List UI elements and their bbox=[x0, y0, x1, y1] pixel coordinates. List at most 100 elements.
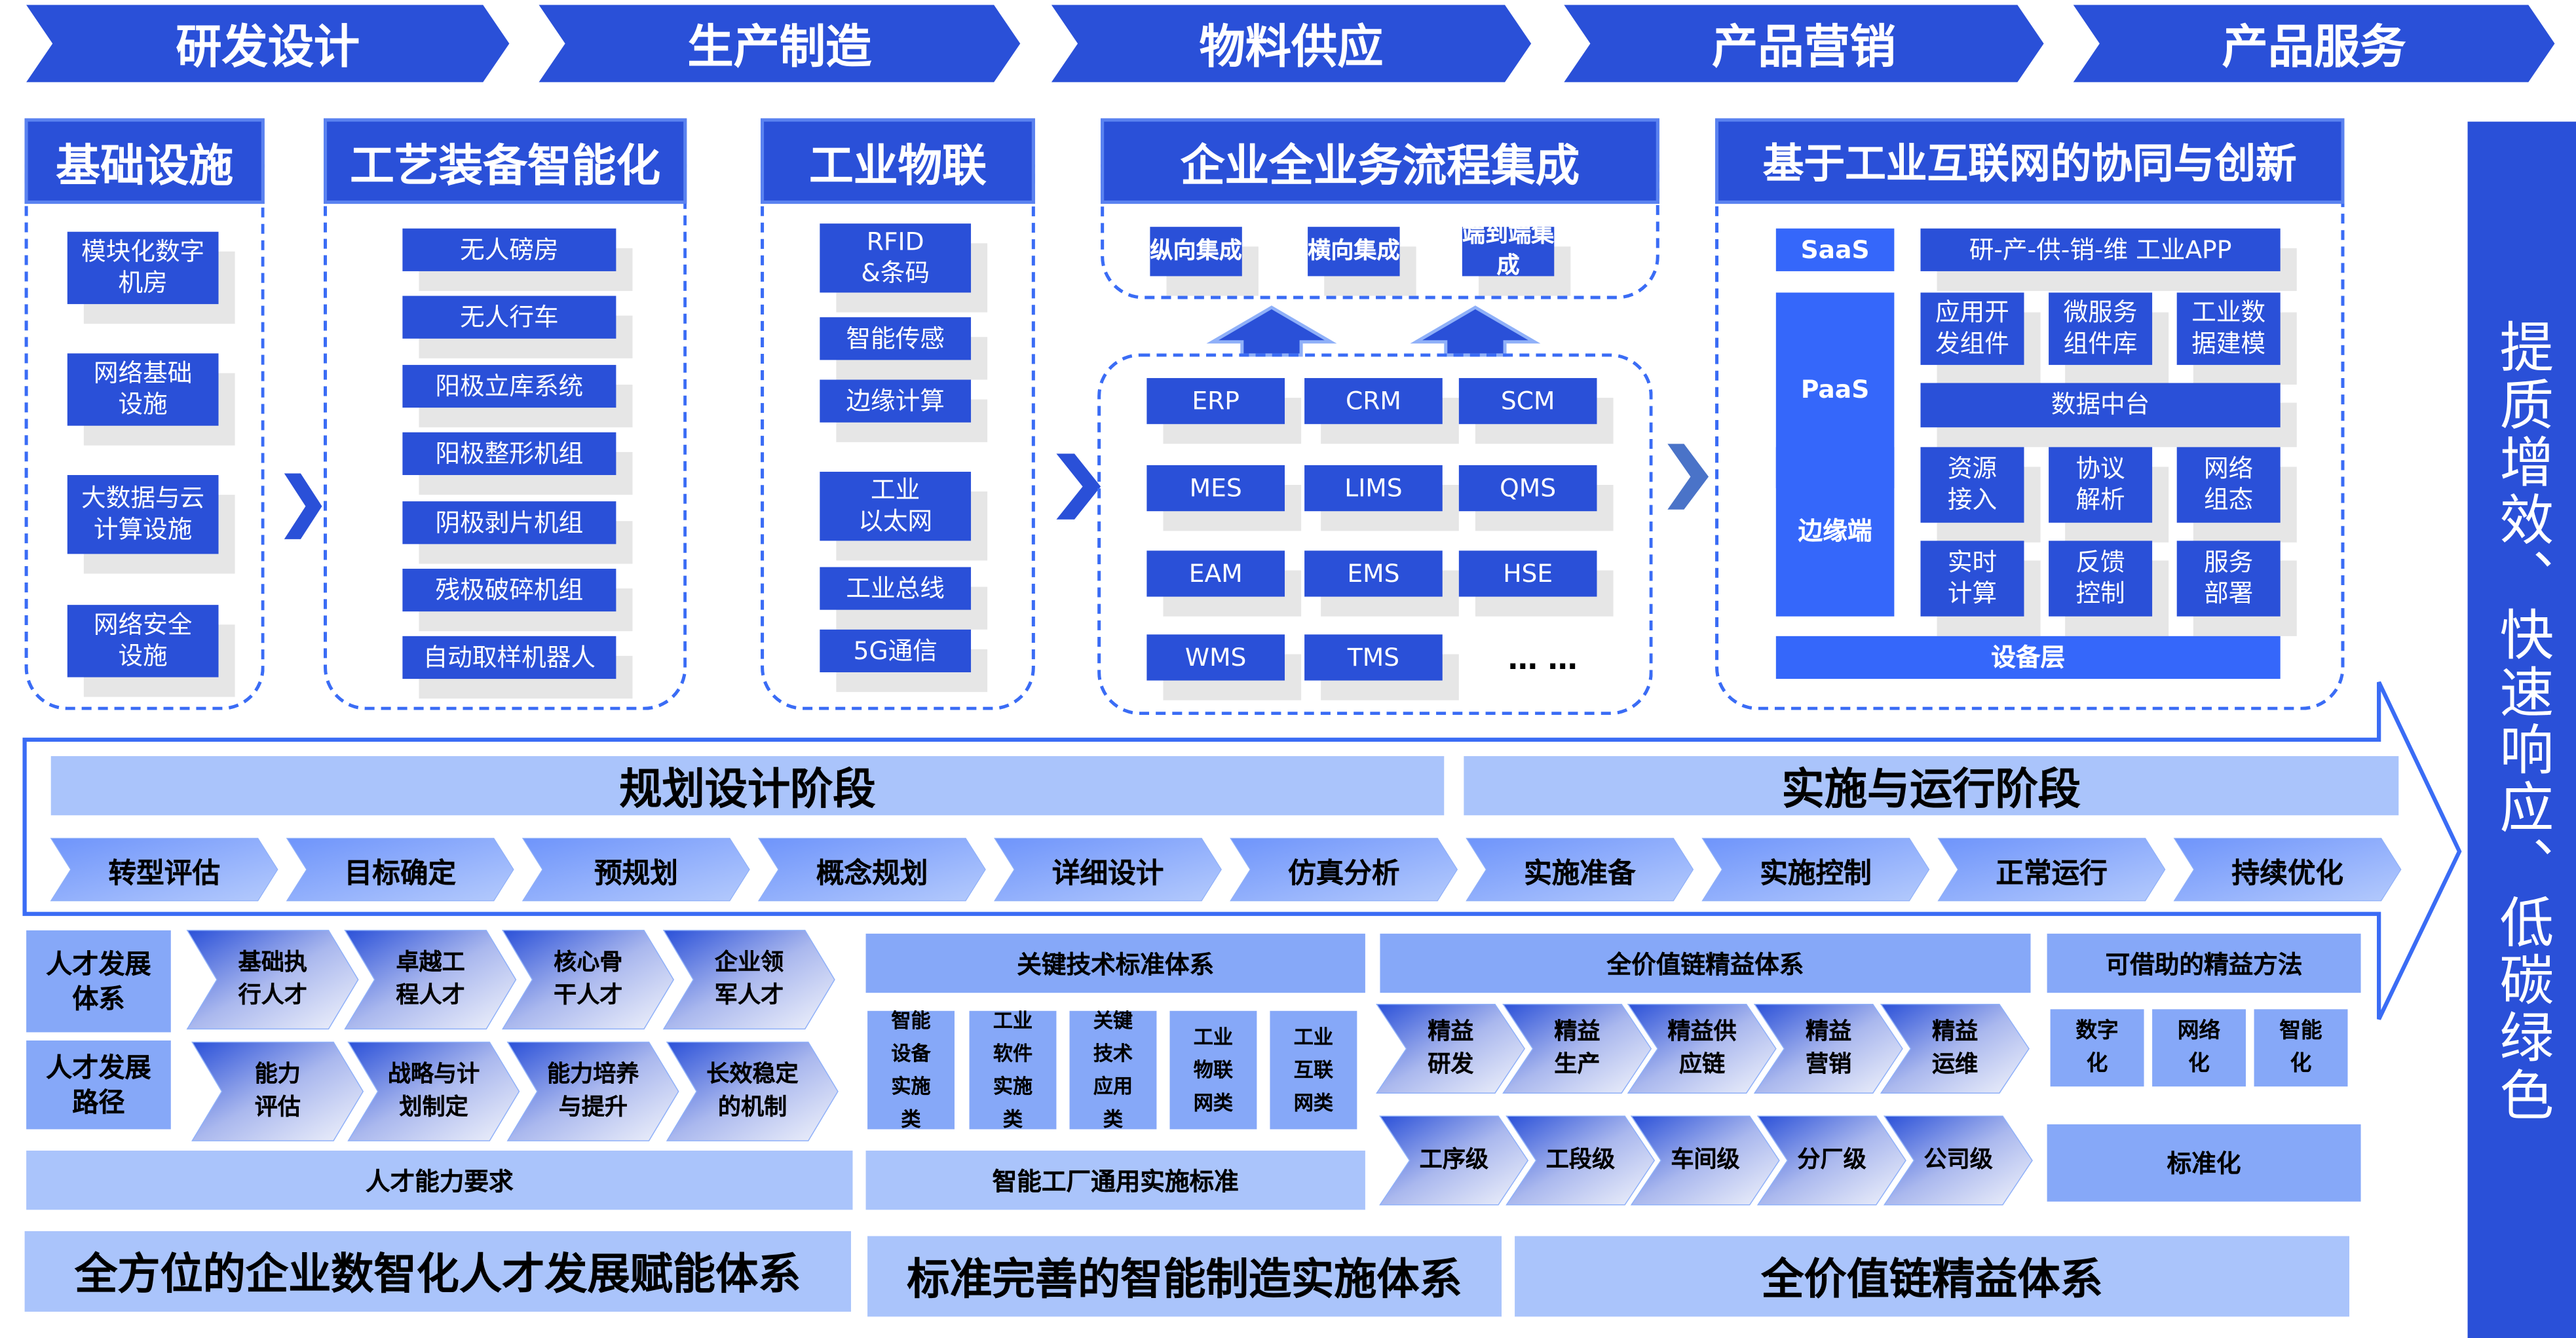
system-qms: QMS bbox=[1458, 465, 1597, 512]
talent-row2-label: 人才发展 路径 bbox=[26, 1040, 171, 1130]
talent-system-label: 基础执 行人才 bbox=[238, 949, 307, 1010]
stage-step-chevron bbox=[1230, 837, 1458, 902]
integration-type: 端到端集成 bbox=[1462, 221, 1555, 280]
stage-step-chevron bbox=[1701, 837, 1930, 902]
integration-type: 纵向集成 bbox=[1150, 227, 1242, 277]
edge-item: 协议 解析 bbox=[2049, 447, 2153, 523]
value-chain-chevron bbox=[2073, 5, 2555, 83]
lean-domain-chevron bbox=[1880, 1004, 2030, 1094]
stage-step-chevron bbox=[757, 837, 986, 902]
talent-path-label: 能力 评估 bbox=[254, 1061, 301, 1121]
talent-path-label: 能力培养 与提升 bbox=[547, 1061, 639, 1121]
paas-item: 应用开 发组件 bbox=[1920, 292, 2024, 365]
stage-step-label: 仿真分析 bbox=[1288, 857, 1400, 890]
talent-requirement-bar: 人才能力要求 bbox=[26, 1151, 853, 1210]
stage-step-chevron bbox=[50, 837, 278, 902]
stage-step-label: 实施准备 bbox=[1524, 857, 1636, 890]
infrastructure-item: 模块化数字 机房 bbox=[67, 231, 219, 305]
lean-domain-label: 精益 营销 bbox=[1805, 1019, 1852, 1079]
value-chain-chevron bbox=[1564, 5, 2044, 83]
lean-level-chevron bbox=[1506, 1115, 1656, 1206]
standard-item: 工业 互联 网类 bbox=[1270, 1010, 1357, 1130]
lean-level-chevron bbox=[1630, 1115, 1780, 1206]
system-tms: TMS bbox=[1304, 634, 1443, 681]
talent-system-label: 企业领 军人才 bbox=[714, 949, 784, 1010]
stage-step-label: 概念规划 bbox=[816, 857, 928, 890]
lean-level-chevron bbox=[1756, 1115, 1906, 1206]
lean-domain-chevron bbox=[1376, 1004, 1526, 1094]
system-lims: LIMS bbox=[1304, 465, 1443, 512]
chevron-right-icon bbox=[1663, 444, 1709, 510]
talent-path-label: 战略与计 划制定 bbox=[387, 1061, 480, 1121]
infrastructure-header: 基础设施 bbox=[24, 118, 265, 204]
stage-step-label: 详细设计 bbox=[1051, 857, 1164, 890]
stage-step-chevron bbox=[1466, 837, 1694, 902]
method-item: 网络 化 bbox=[2152, 1009, 2246, 1087]
saas-app: 研-产-供-销-维 工业APP bbox=[1920, 228, 2281, 271]
more-ellipsis: … … bbox=[1507, 641, 1578, 677]
edge-item: 实时 计算 bbox=[1920, 541, 2024, 617]
value-chain-chevron bbox=[26, 5, 510, 83]
iot-item: 边缘计算 bbox=[820, 379, 972, 423]
standards-footer: 标准完善的智能制造实施体系 bbox=[867, 1236, 1502, 1317]
stage-step-chevron bbox=[994, 837, 1222, 902]
chevron-right-icon bbox=[1051, 453, 1101, 520]
lean-title: 全价值链精益体系 bbox=[1380, 933, 2031, 993]
talent-system-chevron bbox=[344, 930, 517, 1030]
iot-item: 5G通信 bbox=[820, 629, 972, 673]
lean-domain-label: 精益 研发 bbox=[1428, 1019, 1474, 1079]
standard-item: 关键 技术 应用 类 bbox=[1069, 1009, 1157, 1131]
data-platform: 数据中台 bbox=[1920, 383, 2281, 428]
standards-base-bar: 智能工厂通用实施标准 bbox=[865, 1151, 1365, 1210]
value-chain-label: 生产制造 bbox=[687, 18, 872, 73]
chevron-right-icon bbox=[279, 473, 322, 539]
stage-step-label: 目标确定 bbox=[344, 857, 457, 890]
equipment-item: 阴极剥片机组 bbox=[402, 501, 616, 545]
stage-step-chevron bbox=[1937, 837, 2166, 902]
paas-item: 微服务 组件库 bbox=[2049, 292, 2153, 365]
value-chain-label: 物料供应 bbox=[1199, 18, 1384, 73]
talent-system-chevron bbox=[502, 930, 675, 1030]
stage-step-label: 预规划 bbox=[594, 857, 678, 890]
lean-footer: 全价值链精益体系 bbox=[1515, 1236, 2350, 1317]
edge-item: 网络 组态 bbox=[2176, 447, 2281, 523]
edge-item: 服务 部署 bbox=[2176, 541, 2281, 617]
equipment-item: 自动取样机器人 bbox=[402, 636, 616, 679]
iot-item: 工业总线 bbox=[820, 567, 972, 610]
lean-domain-label: 精益 生产 bbox=[1554, 1019, 1601, 1079]
lean-domain-chevron bbox=[1502, 1004, 1652, 1094]
system-mes: MES bbox=[1146, 465, 1285, 512]
stage-step-chevron bbox=[2173, 837, 2402, 902]
system-hse: HSE bbox=[1458, 550, 1597, 597]
iot-item: 工业 以太网 bbox=[820, 471, 972, 541]
paas-item: 工业数 据建模 bbox=[2176, 292, 2281, 365]
process-arrow-outline bbox=[22, 681, 2462, 1020]
talent-path-chevron bbox=[347, 1041, 520, 1141]
talent-system-label: 核心骨 干人才 bbox=[554, 949, 623, 1010]
talent-row1-label: 人才发展 体系 bbox=[26, 930, 171, 1033]
methods-title: 可借助的精益方法 bbox=[2047, 933, 2361, 993]
integration-type: 横向集成 bbox=[1308, 227, 1400, 277]
value-chain-label: 产品营销 bbox=[1711, 18, 1896, 73]
equipment-header: 工艺装备智能化 bbox=[324, 118, 687, 204]
talent-path-chevron bbox=[666, 1041, 839, 1141]
edge-label: 边缘端 bbox=[1775, 447, 1895, 617]
value-chain-label: 产品服务 bbox=[2222, 18, 2406, 73]
value-chain-chevron bbox=[539, 5, 1021, 83]
talent-system-label: 卓越工 程人才 bbox=[396, 949, 465, 1010]
standards-title: 关键技术标准体系 bbox=[865, 933, 1365, 993]
lean-level-label: 车间级 bbox=[1671, 1147, 1740, 1174]
system-ems: EMS bbox=[1304, 550, 1443, 597]
lean-level-label: 工序级 bbox=[1419, 1147, 1488, 1174]
lean-domain-label: 精益 运维 bbox=[1932, 1019, 1979, 1079]
iot-header: 工业物联 bbox=[761, 118, 1035, 204]
system-scm: SCM bbox=[1458, 377, 1597, 425]
stage-step-label: 正常运行 bbox=[1996, 857, 2108, 890]
lean-level-label: 分厂级 bbox=[1797, 1147, 1866, 1174]
talent-footer: 全方位的企业数智化人才发展赋能体系 bbox=[24, 1231, 851, 1312]
talent-system-chevron bbox=[662, 930, 835, 1030]
equipment-item: 无人行车 bbox=[402, 296, 616, 339]
edge-item: 反馈 控制 bbox=[2049, 541, 2153, 617]
infrastructure-item: 网络安全 设施 bbox=[67, 605, 219, 678]
